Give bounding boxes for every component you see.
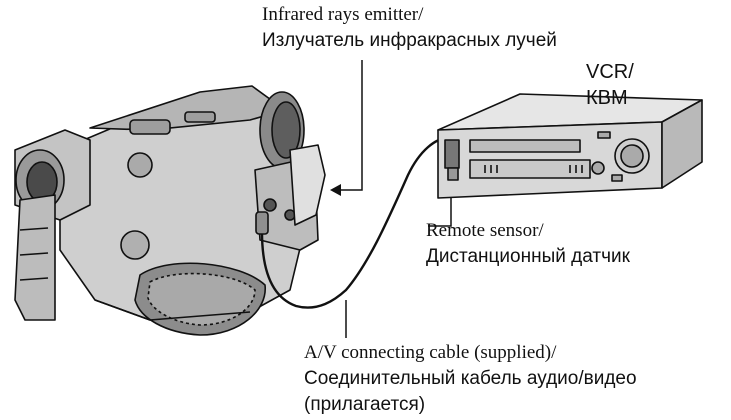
emitter-arrowhead: [330, 184, 341, 196]
emitter-pointer: [336, 60, 363, 191]
emitter-label-ru: Излучатель инфракрасных лучей: [262, 30, 557, 51]
cable-label-ru: Соединительный кабель аудио/видео: [304, 368, 637, 389]
sensor-label-ru: Дистанционный датчик: [426, 246, 630, 267]
vcr-label-ru: КВМ: [586, 87, 628, 109]
emitter-label-en: Infrared rays emitter/: [262, 4, 424, 25]
cable-label-en: A/V connecting cable (supplied)/: [304, 342, 557, 363]
sensor-label-en: Remote sensor/: [426, 220, 544, 241]
vcr-label-en: VCR/: [586, 61, 634, 83]
av-cable: [260, 136, 449, 309]
cable-label-ru-2: (прилагается): [304, 394, 426, 415]
camcorder-illustration: [14, 85, 326, 336]
vcr-illustration: [437, 93, 703, 199]
